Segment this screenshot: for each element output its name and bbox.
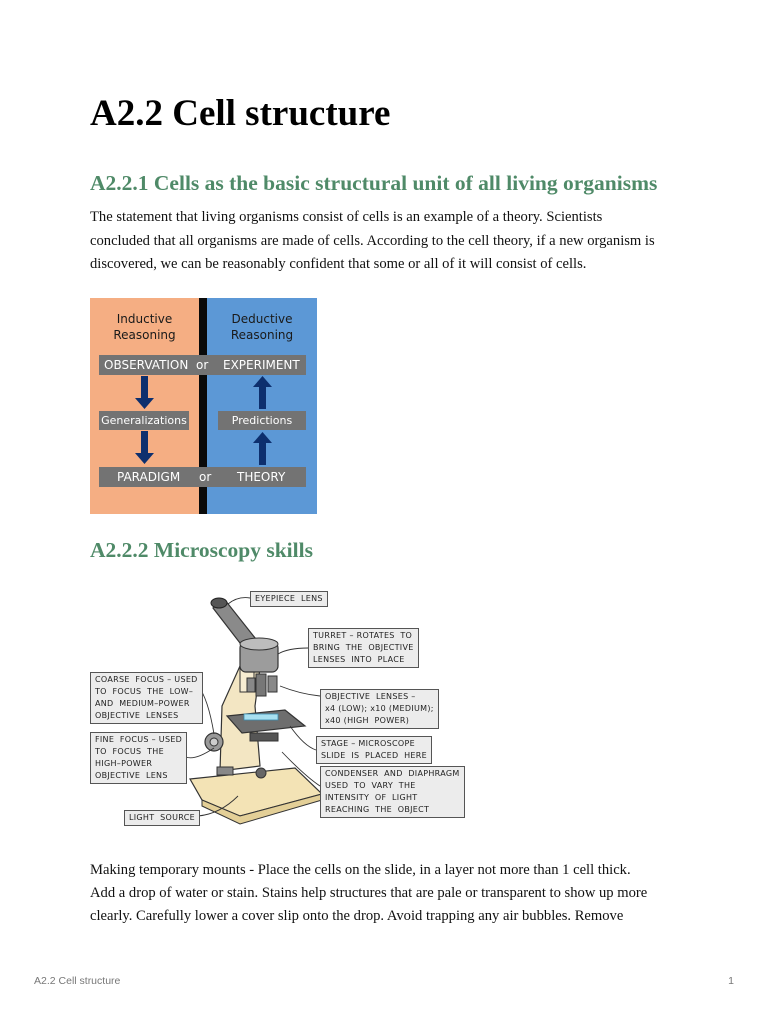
paragraph-line: discovered, we can be reasonably confide… — [90, 256, 587, 272]
paradigm-bar — [99, 467, 306, 487]
footer-document-title: A2.2 Cell structure — [34, 975, 121, 987]
microscope-figure: EYEPIECE LENS TURRET – ROTATES TO BRING … — [90, 586, 465, 840]
header-line: Deductive — [231, 312, 293, 326]
diagram-divider — [199, 298, 207, 514]
reasoning-arrows — [135, 376, 272, 465]
paragraph-line: Making temporary mounts - Place the cell… — [90, 862, 631, 878]
paradigm-label: PARADIGM — [117, 470, 181, 484]
arrow-up-icon — [253, 376, 272, 409]
callout-stage: STAGE – MICROSCOPE SLIDE IS PLACED HERE — [316, 736, 432, 764]
footer-page-number: 1 — [728, 975, 734, 987]
observation-label: OBSERVATION — [104, 358, 189, 372]
reasoning-diagram: Inductive Reasoning Deductive Reasoning … — [90, 298, 317, 514]
theory-label: THEORY — [237, 470, 286, 484]
callout-fine-focus: FINE FOCUS – USED TO FOCUS THE HIGH–POWE… — [90, 732, 188, 784]
paragraph-line: clearly. Carefully lower a cover slip on… — [90, 908, 624, 924]
observation-bar — [99, 355, 306, 375]
arrow-down-icon — [135, 431, 154, 464]
header-line: Reasoning — [113, 328, 176, 342]
section-heading-microscopy: A2.2.2 Microscopy skills — [90, 538, 313, 562]
arrow-down-icon — [135, 376, 154, 409]
callout-eyepiece: EYEPIECE LENS — [250, 591, 328, 607]
paragraph-line: The statement that living organisms cons… — [90, 209, 603, 225]
generalizations-box: Generalizations — [99, 411, 189, 430]
page-title: A2.2 Cell structure — [90, 93, 391, 134]
section-heading-cells: A2.2.1 Cells as the basic structural uni… — [90, 171, 658, 195]
callout-light-source: LIGHT SOURCE — [124, 810, 200, 826]
paragraph-line: concluded that all organisms are made of… — [90, 233, 655, 249]
or-label: or — [196, 358, 209, 372]
deductive-header: Deductive Reasoning — [207, 311, 317, 343]
inductive-header: Inductive Reasoning — [90, 311, 199, 343]
experiment-label: EXPERIMENT — [223, 358, 300, 372]
callout-turret: TURRET – ROTATES TO BRING THE OBJECTIVE … — [308, 628, 419, 668]
paragraph-line: Add a drop of water or stain. Stains hel… — [90, 885, 648, 901]
header-line: Inductive — [116, 312, 173, 326]
header-line: Reasoning — [230, 328, 294, 342]
or-label: or — [199, 470, 212, 484]
arrow-up-icon — [253, 432, 272, 465]
predictions-box: Predictions — [218, 411, 306, 430]
callout-condenser: CONDENSER AND DIAPHRAGM USED TO VARY THE… — [320, 766, 465, 818]
microscope-illustration — [181, 597, 324, 825]
callout-coarse-focus: COARSE FOCUS – USED TO FOCUS THE LOW– AN… — [90, 672, 203, 724]
callout-objective-lenses: OBJECTIVE LENSES – x4 (LOW); x10 (MEDIUM… — [320, 689, 439, 729]
